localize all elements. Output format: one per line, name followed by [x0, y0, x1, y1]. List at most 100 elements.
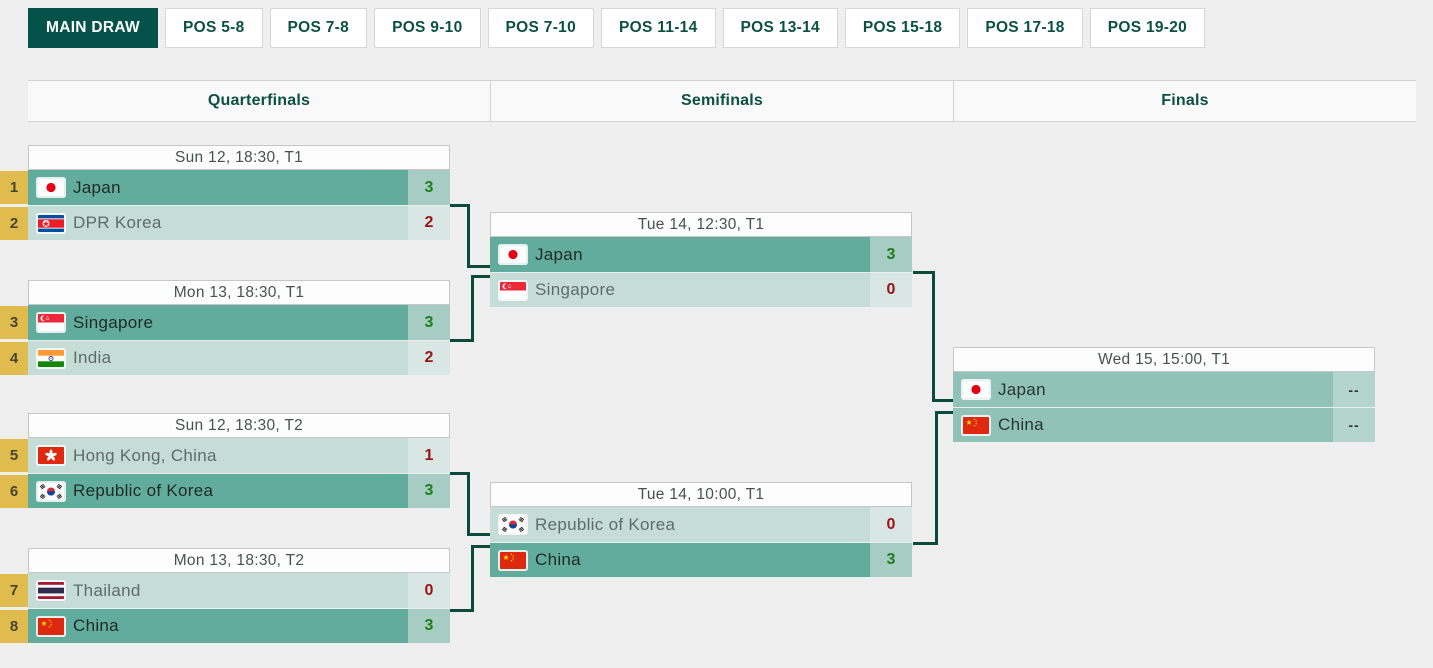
team-row: 2 DPR Korea 2: [0, 205, 450, 240]
team-row: China --: [953, 407, 1375, 442]
match-card-final: Wed 15, 15:00, T1 Japan -- China --: [953, 347, 1375, 442]
team-row: 5 Hong Kong, China 1: [0, 438, 450, 473]
team-name: China: [998, 415, 1044, 434]
match-card-quarterfinal-2: Mon 13, 18:30, T1 3 Singapore 3 4 India …: [0, 280, 450, 375]
tab-pos-5-8[interactable]: POS 5-8: [164, 8, 263, 48]
team-score: 0: [408, 573, 450, 608]
team-name: Japan: [998, 379, 1046, 399]
match-schedule: Mon 13, 18:30, T2: [28, 548, 450, 573]
tab-pos-7-8[interactable]: POS 7-8: [269, 8, 368, 48]
match-schedule: Tue 14, 10:00, T1: [490, 482, 912, 507]
team-row: 3 Singapore 3: [0, 305, 450, 340]
team-row: 7 Thailand 0: [0, 573, 450, 608]
bracket-connector-line: [474, 275, 490, 278]
team-name: Singapore: [535, 280, 616, 299]
team-score: 2: [408, 341, 450, 375]
team-row: Republic of Korea 0: [490, 507, 912, 542]
team-score: 0: [870, 273, 912, 307]
bracket-connector-line: [450, 545, 474, 612]
column-header-finals: Finals: [953, 81, 1416, 121]
team-score: --: [1333, 408, 1375, 442]
team-score: --: [1333, 372, 1375, 407]
tab-pos-9-10[interactable]: POS 9-10: [374, 8, 481, 48]
tab-pos-11-14[interactable]: POS 11-14: [601, 8, 716, 48]
team-row: Singapore 0: [490, 272, 912, 307]
team-row: 4 India 2: [0, 340, 450, 375]
match-card-semifinal-1: Tue 14, 12:30, T1 Japan 3 Singapore 0: [490, 212, 912, 307]
team-row: 8 China 3: [0, 608, 450, 643]
flag-china-icon: [500, 551, 526, 569]
team-name: Republic of Korea: [73, 481, 214, 500]
team-name: DPR Korea: [73, 213, 162, 232]
bracket-connector-line: [450, 471, 470, 536]
flag-singapore-icon: [500, 281, 526, 299]
tab-bar: MAIN DRAW POS 5-8 POS 7-8 POS 9-10 POS 7…: [28, 8, 1206, 48]
column-header-semifinals: Semifinals: [490, 81, 953, 121]
seed-badge: 1: [0, 171, 28, 204]
flag-japan-icon: [500, 246, 526, 263]
match-schedule: Wed 15, 15:00, T1: [953, 347, 1375, 372]
bracket-connector-line: [450, 275, 474, 342]
round-header-bar: Quarterfinals Semifinals Finals: [28, 80, 1416, 122]
seed-badge: 4: [0, 342, 28, 375]
column-header-quarterfinals: Quarterfinals: [207, 92, 311, 109]
team-name: Thailand: [73, 580, 141, 600]
seed-badge: 3: [0, 306, 28, 339]
team-row: China 3: [490, 542, 912, 577]
match-schedule: Mon 13, 18:30, T1: [28, 280, 450, 305]
seed-badge: 6: [0, 475, 28, 508]
team-score: 1: [408, 438, 450, 473]
seed-badge: 2: [0, 207, 28, 240]
tab-pos-19-20[interactable]: POS 19-20: [1089, 8, 1206, 48]
match-card-quarterfinal-4: Mon 13, 18:30, T2 7 Thailand 0 8 China 3: [0, 548, 450, 643]
team-score: 3: [408, 170, 450, 205]
match-card-quarterfinal-1: Sun 12, 18:30, T1 1 Japan 3 2 DPR Korea …: [0, 145, 450, 240]
team-score: 3: [408, 609, 450, 643]
team-score: 3: [408, 305, 450, 340]
seed-badge: 8: [0, 610, 28, 643]
match-card-quarterfinal-3: Sun 12, 18:30, T2 5 Hong Kong, China 1 6…: [0, 413, 450, 508]
tab-main-draw[interactable]: MAIN DRAW: [28, 8, 158, 48]
bracket-connector-line: [470, 533, 490, 536]
team-score: 3: [408, 474, 450, 508]
bracket-connector-line: [474, 545, 490, 548]
team-name: Japan: [73, 177, 121, 197]
team-name: China: [535, 550, 581, 569]
match-schedule: Sun 12, 18:30, T2: [28, 413, 450, 438]
bracket-connector-line: [935, 398, 953, 402]
team-name: China: [73, 616, 119, 635]
tab-pos-17-18[interactable]: POS 17-18: [967, 8, 1083, 48]
flag-hong-kong-icon: [38, 447, 64, 464]
match-schedule: Sun 12, 18:30, T1: [28, 145, 450, 170]
team-name: Singapore: [73, 312, 154, 332]
team-row: Japan 3: [490, 237, 912, 272]
bracket-connector-line: [938, 410, 953, 414]
team-name: Japan: [535, 244, 583, 264]
flag-india-icon: [38, 349, 64, 367]
team-score: 2: [408, 206, 450, 240]
team-score: 0: [870, 507, 912, 542]
tab-pos-13-14[interactable]: POS 13-14: [722, 8, 838, 48]
flag-china-icon: [38, 617, 64, 635]
bracket-connector-line: [470, 265, 490, 268]
flag-dpr-korea-icon: [38, 214, 64, 232]
team-row: 6 Republic of Korea 3: [0, 473, 450, 508]
team-row: 1 Japan 3: [0, 170, 450, 205]
flag-japan-icon: [38, 179, 64, 196]
team-name: Republic of Korea: [535, 514, 676, 534]
seed-badge: 7: [0, 574, 28, 607]
team-score: 3: [870, 237, 912, 272]
match-card-semifinal-2: Tue 14, 10:00, T1 Republic of Korea 0 Ch…: [490, 482, 912, 577]
tab-pos-15-18[interactable]: POS 15-18: [844, 8, 961, 48]
match-schedule: Tue 14, 12:30, T1: [490, 212, 912, 237]
flag-singapore-icon: [38, 314, 64, 331]
team-score: 3: [870, 543, 912, 577]
flag-china-icon: [963, 416, 989, 434]
team-name: India: [73, 348, 112, 367]
flag-republic-of-korea-icon: [500, 516, 526, 533]
team-name: Hong Kong, China: [73, 445, 217, 465]
tab-pos-7-10[interactable]: POS 7-10: [487, 8, 594, 48]
seed-badge: 5: [0, 439, 28, 472]
flag-thailand-icon: [38, 582, 64, 599]
